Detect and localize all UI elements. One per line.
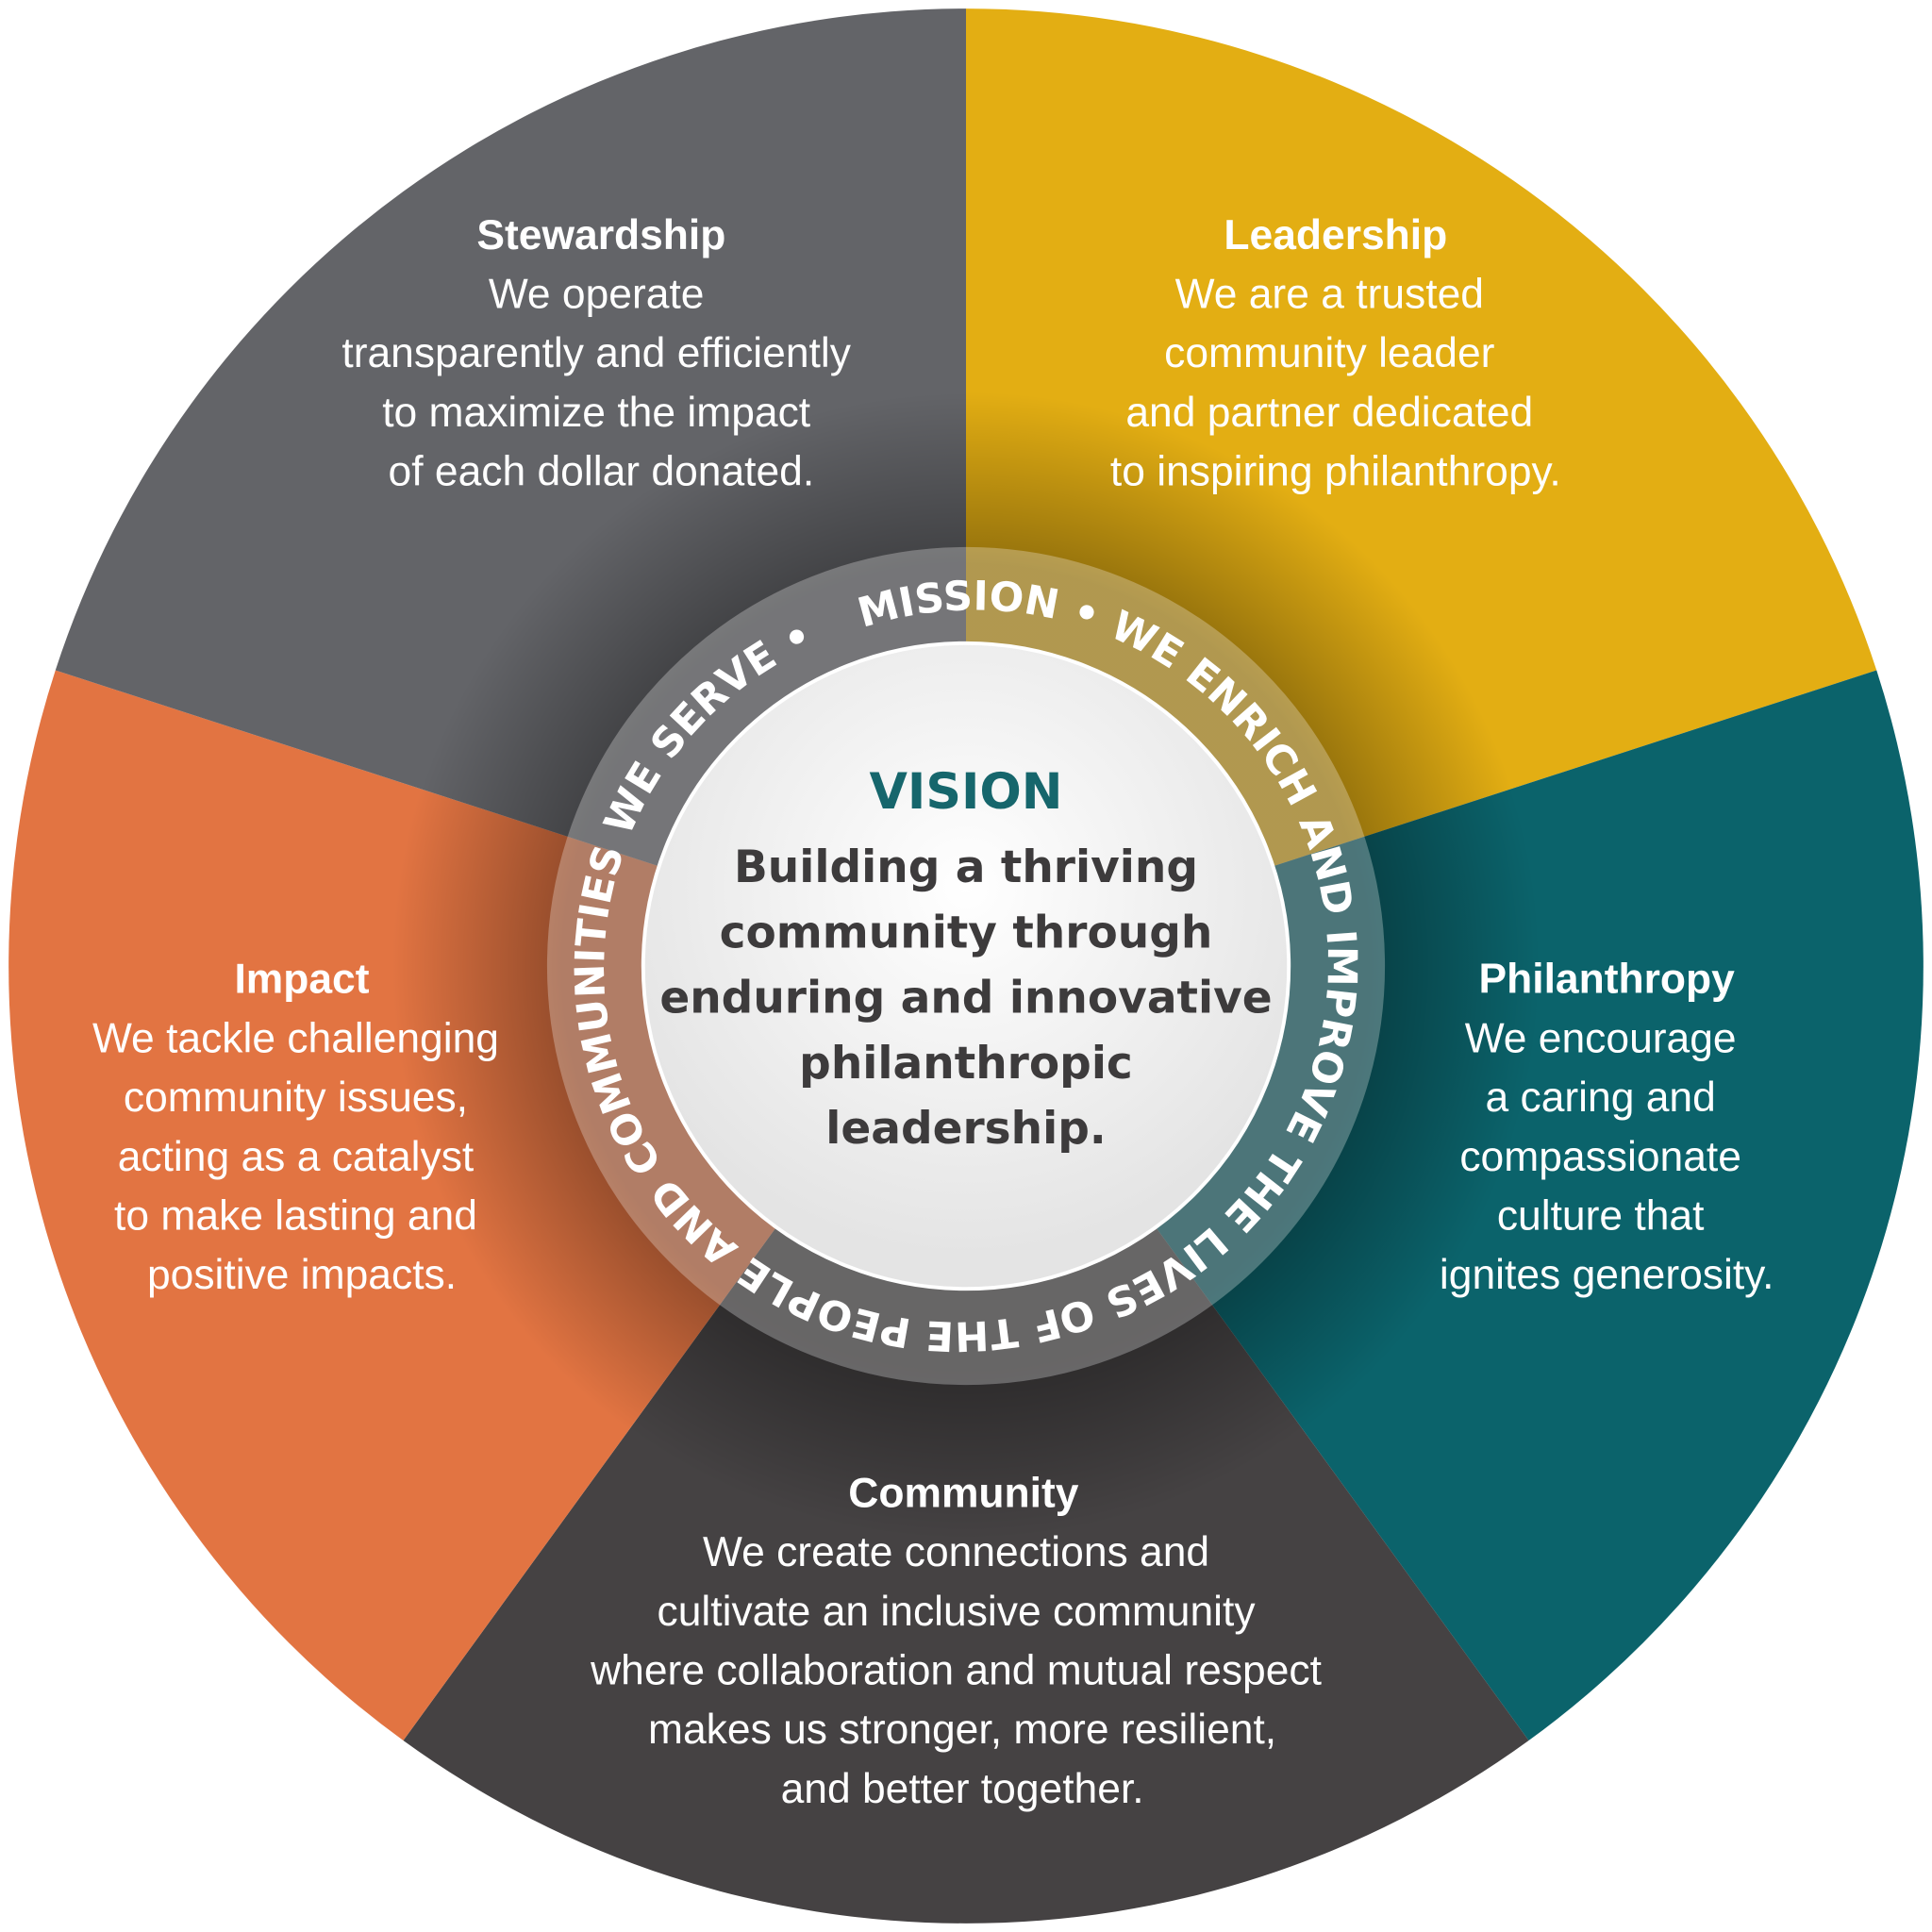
stewardship-title: Stewardship — [476, 212, 725, 258]
community-text: Community We create connections and cult… — [590, 1470, 1322, 1811]
stewardship-text: Stewardship We operate transparently and… — [341, 212, 851, 495]
vision-circle — [641, 641, 1291, 1291]
philanthropy-text: Philanthropy We encourage a caring and c… — [1440, 957, 1774, 1298]
impact-title: Impact — [234, 957, 369, 1003]
leadership-line: community leader — [1164, 330, 1495, 376]
leadership-line: and partner dedicated — [1125, 390, 1533, 436]
community-title: Community — [848, 1470, 1078, 1516]
stewardship-line: of each dollar donated. — [389, 449, 815, 495]
leadership-line: We are a trusted — [1175, 272, 1484, 318]
mission-ring — [546, 546, 1386, 1386]
philanthropy-line: a caring and — [1485, 1074, 1715, 1121]
vision-title: VISION — [869, 764, 1062, 821]
vision-line: Building a thriving — [734, 841, 1198, 893]
philanthropy-title: Philanthropy — [1479, 957, 1736, 1003]
leadership-title: Leadership — [1224, 212, 1447, 258]
community-line: makes us stronger, more resilient, — [648, 1707, 1276, 1753]
impact-line: to make lasting and — [114, 1193, 477, 1240]
stewardship-line: We operate — [489, 272, 705, 318]
community-line: where collaboration and mutual respect — [590, 1647, 1322, 1693]
vision-line: leadership. — [825, 1103, 1107, 1155]
leadership-text: Leadership We are a trusted community le… — [1110, 212, 1561, 495]
vision-line: community through — [720, 907, 1213, 958]
leadership-line: to inspiring philanthropy. — [1110, 449, 1561, 495]
community-line: cultivate an inclusive community — [658, 1589, 1257, 1635]
impact-line: acting as a catalyst — [118, 1134, 475, 1180]
philanthropy-line: culture that — [1497, 1193, 1705, 1240]
philanthropy-line: ignites generosity. — [1440, 1252, 1774, 1298]
community-line: and better together. — [781, 1766, 1144, 1812]
philanthropy-line: We encourage — [1465, 1015, 1737, 1061]
impact-text: Impact We tackle challenging community i… — [92, 957, 499, 1298]
impact-line: community issues, — [124, 1074, 468, 1121]
philanthropy-line: compassionate — [1459, 1134, 1741, 1180]
impact-line: positive impacts. — [147, 1252, 457, 1298]
community-line: We create connections and — [703, 1529, 1209, 1575]
stewardship-line: transparently and efficiently — [341, 330, 851, 376]
vision-line: philanthropic — [799, 1038, 1133, 1090]
stewardship-line: to maximize the impact — [382, 390, 811, 436]
vision-line: enduring and innovative — [659, 973, 1272, 1024]
impact-line: We tackle challenging — [92, 1015, 499, 1061]
